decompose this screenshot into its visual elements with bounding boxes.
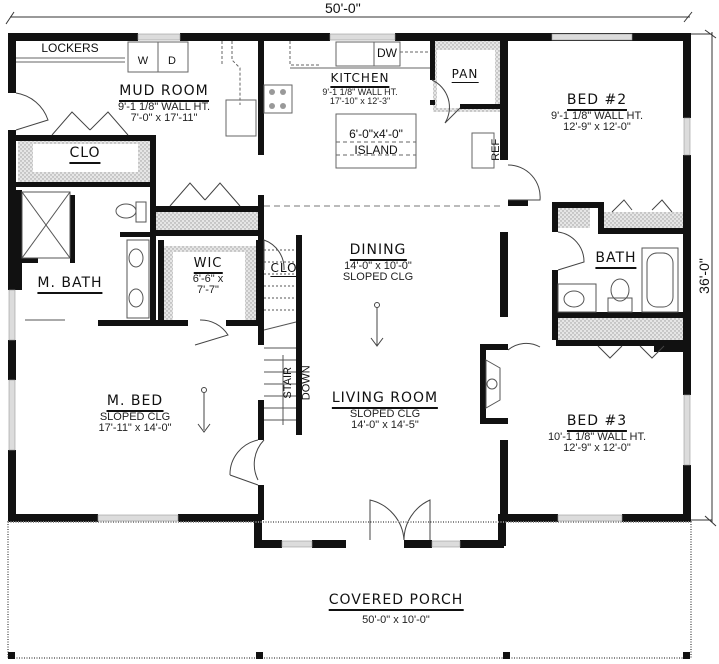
stair-down-label: DOWN [300,365,313,401]
dining-ceiling: SLOPED CLG [342,271,414,284]
dimension-line-depth [690,29,717,527]
mud-room-title: MUD ROOM [119,84,209,102]
mud-room-size: 7'-0" x 17'-11" [130,112,198,125]
bed2-wall-height: 9'-1 1/8" WALL HT. [550,109,644,122]
covered-porch-label: COVERED PORCH 50'-0" x 10'-0" [328,592,464,626]
bath-label: BATH [595,251,637,269]
washer-label: W [137,55,149,67]
covered-porch-outline [7,521,692,659]
master-bed-size: 17'-11" x 14'-0" [98,422,172,435]
door-swings [15,79,673,541]
bed3-wall-height: 10'-1 1/8" WALL HT. [547,430,647,443]
living-room-ceiling: SLOPED CLG [349,407,421,420]
bed3-label: BED #3 10'-1 1/8" WALL HT. 12'-9" x 12'-… [548,413,646,455]
pantry-label: PAN [451,67,479,83]
mud-closet-label: CLO [69,146,101,164]
island-label: ISLAND [354,143,398,157]
kitchen-label: KITCHEN 9'-1 1/8" WALL HT. 17'-10" x 12'… [322,70,397,106]
refrigerator-label: REF [490,138,503,161]
master-bed-label: M. BED SLOPED CLG 17'-11" x 14'-0" [99,393,172,435]
kitchen-counters [16,41,495,169]
lockers-label: LOCKERS [41,41,99,55]
dining-size: 14'-0" x 10'-0" [344,259,412,272]
wic-size-1: 6'-6" x [192,272,224,285]
stair-label: STAIR [282,366,295,399]
island-size: 6'-0"x4'-0" [349,127,403,141]
wic-label: WIC 6'-6" x 7'-7" [193,255,223,297]
bed3-title: BED #3 [566,414,628,432]
living-room-label: LIVING ROOM SLOPED CLG 14'-0" x 14'-5" [331,390,439,432]
dryer-label: D [168,55,176,67]
dimension-line-width [5,11,693,25]
wic-title: WIC [193,257,223,274]
windows [8,33,691,548]
bath-fixtures [21,191,679,321]
covered-porch-title: COVERED PORCH [328,593,464,611]
bed2-label: BED #2 9'-1 1/8" WALL HT. 12'-9" x 12'-0… [551,92,643,134]
interior-walls [16,40,684,520]
wic-size-2: 7'-7" [197,284,219,297]
covered-porch-size: 50'-0" x 10'-0" [362,613,430,626]
staircase [263,249,297,425]
bed2-size: 12'-9" x 12'-0" [563,121,631,134]
slope-arrows [197,302,384,433]
mud-room-label: MUD ROOM 9'-1 1/8" WALL HT. 7'-0" x 17'-… [118,83,210,125]
dining-title: DINING [349,243,407,261]
stair-closet-label: CLO [270,261,298,277]
mud-room-wall-height: 9'-1 1/8" WALL HT. [117,100,211,113]
stove-burners [269,89,286,109]
overall-depth-dimension: 36'-0" [695,258,712,294]
dining-label: DINING 14'-0" x 10'-0" SLOPED CLG [343,242,413,284]
dishwasher-label: DW [377,46,397,60]
kitchen-title: KITCHEN [330,72,390,88]
exterior-walls [8,33,691,548]
bed2-title: BED #2 [566,93,628,111]
master-bath-label: M. BATH [37,276,103,294]
kitchen-wall-height: 9'-1 1/8" WALL HT. [322,86,398,97]
kitchen-size: 17'-10" x 12'-3" [329,96,391,107]
fireplace [485,359,501,409]
master-bed-ceiling: SLOPED CLG [99,410,171,423]
bed3-size: 12'-9" x 12'-0" [563,442,631,455]
master-bed-title: M. BED [106,394,164,412]
living-room-size: 14'-0" x 14'-5" [351,419,419,432]
overall-width-dimension: 50'-0" [325,0,361,16]
living-room-title: LIVING ROOM [331,391,439,409]
